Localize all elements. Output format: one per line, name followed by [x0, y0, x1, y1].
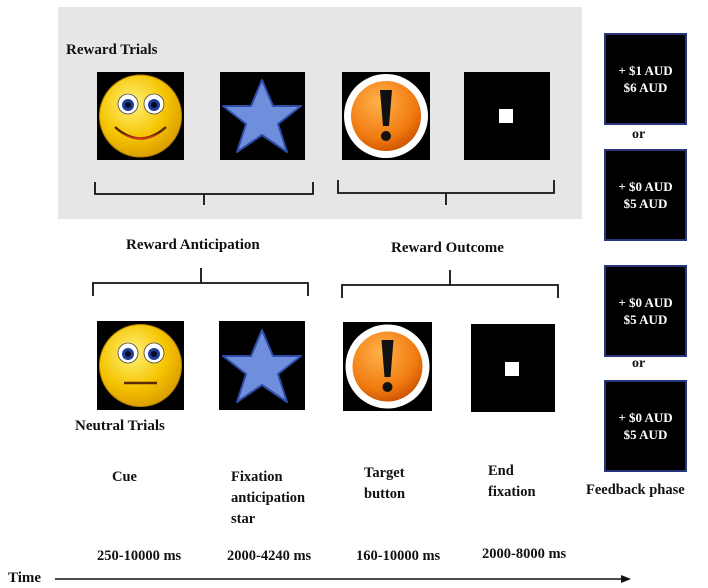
feedback-box-reward-win: + $1 AUD $6 AUD — [604, 33, 687, 125]
neutral-trials-title: Neutral Trials — [75, 418, 165, 434]
smiling-face-icon — [99, 74, 182, 158]
reward-anticipation-tile — [220, 72, 305, 160]
duration-cue: 250-10000 ms — [97, 548, 182, 564]
neutral-end-tile — [471, 324, 555, 412]
duration-end: 2000-8000 ms — [482, 546, 567, 562]
reward-trials-title: Reward Trials — [66, 42, 158, 58]
stage-cue-label: Cue — [112, 469, 137, 485]
time-axis-label: Time — [8, 570, 42, 586]
fixation-square-icon — [505, 362, 519, 376]
neutral-cue-tile — [97, 321, 184, 410]
or-label: or — [632, 356, 646, 371]
or-label: or — [632, 127, 646, 142]
neutral-target-tile — [343, 322, 432, 411]
feedback-box-neutral-1: + $0 AUD $5 AUD — [604, 265, 687, 357]
duration-fixation: 2000-4240 ms — [227, 548, 312, 564]
reward-end-tile — [464, 72, 550, 160]
reward-outcome-label: Reward Outcome — [391, 240, 504, 256]
neutral-face-icon — [99, 324, 182, 407]
exclamation-button-icon — [344, 74, 428, 158]
blue-star-icon — [222, 329, 302, 403]
feedback-phase-label: Feedback phase — [586, 482, 685, 498]
reward-target-tile — [342, 72, 430, 160]
stage-end-label: End fixation — [488, 463, 536, 500]
exclamation-button-icon — [345, 324, 430, 409]
stage-target-label: Target button — [364, 465, 406, 502]
reward-cue-tile — [97, 72, 184, 160]
stage-fixation-label: Fixation anticipation star — [231, 469, 306, 527]
reward-anticipation-label: Reward Anticipation — [126, 237, 260, 253]
neutral-anticipation-tile — [219, 321, 305, 410]
duration-target: 160-10000 ms — [356, 548, 441, 564]
fixation-square-icon — [499, 109, 513, 123]
blue-star-icon — [222, 79, 302, 153]
feedback-box-reward-nowin: + $0 AUD $5 AUD — [604, 149, 687, 241]
feedback-box-neutral-2: + $0 AUD $5 AUD — [604, 380, 687, 472]
